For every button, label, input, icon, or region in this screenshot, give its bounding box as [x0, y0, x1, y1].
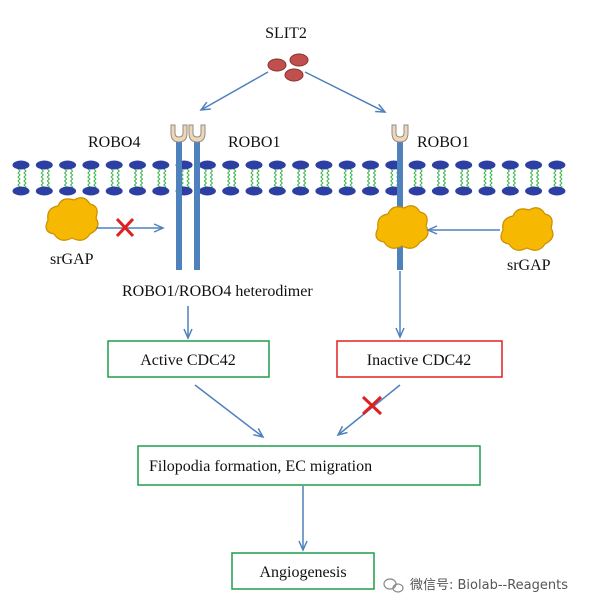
heterodimer-label: ROBO1/ROBO4 heterodimer [122, 283, 313, 300]
block-mark-icon [115, 217, 135, 238]
robo1-left-label: ROBO1 [228, 134, 280, 151]
srgap-left-icon [45, 197, 99, 241]
filopodia-box [137, 445, 481, 486]
inactive-cdc42-label: Inactive CDC42 [367, 352, 471, 369]
srgap-left-label: srGAP [50, 251, 94, 268]
angiogenesis-label: Angiogenesis [259, 564, 346, 581]
slit2-label: SLIT2 [265, 25, 307, 42]
robo1-right-receptor-icon [391, 124, 409, 270]
srgap-right-icon [500, 207, 554, 251]
inactive-cdc42-box [336, 340, 503, 378]
robo4-label: ROBO4 [88, 134, 140, 151]
active-to-filopodia-arrow [194, 384, 265, 439]
block-mark-2-icon [361, 395, 383, 416]
active-cdc42-label: Active CDC42 [140, 352, 236, 369]
robo4-receptor-icon [170, 124, 188, 270]
slit2-to-heterodimer-arrow [199, 71, 269, 111]
filopodia-label: Filopodia formation, EC migration [149, 458, 372, 475]
active-cdc42-box [107, 340, 270, 378]
robo1-left-receptor-icon [188, 124, 206, 270]
wechat-icon [383, 578, 404, 593]
angiogenesis-box [231, 552, 375, 590]
robo1-right-label: ROBO1 [417, 134, 469, 151]
srgap-right-label: srGAP [507, 257, 551, 274]
watermark-text: 微信号: Biolab--Reagents [410, 578, 568, 593]
wechat-watermark: 微信号: Biolab--Reagents [383, 578, 568, 593]
slit2-to-robo1-arrow [304, 71, 387, 113]
srgap-bound-icon [375, 205, 429, 249]
slit2-ligand-icon [267, 53, 309, 82]
cell-membrane [12, 160, 566, 196]
